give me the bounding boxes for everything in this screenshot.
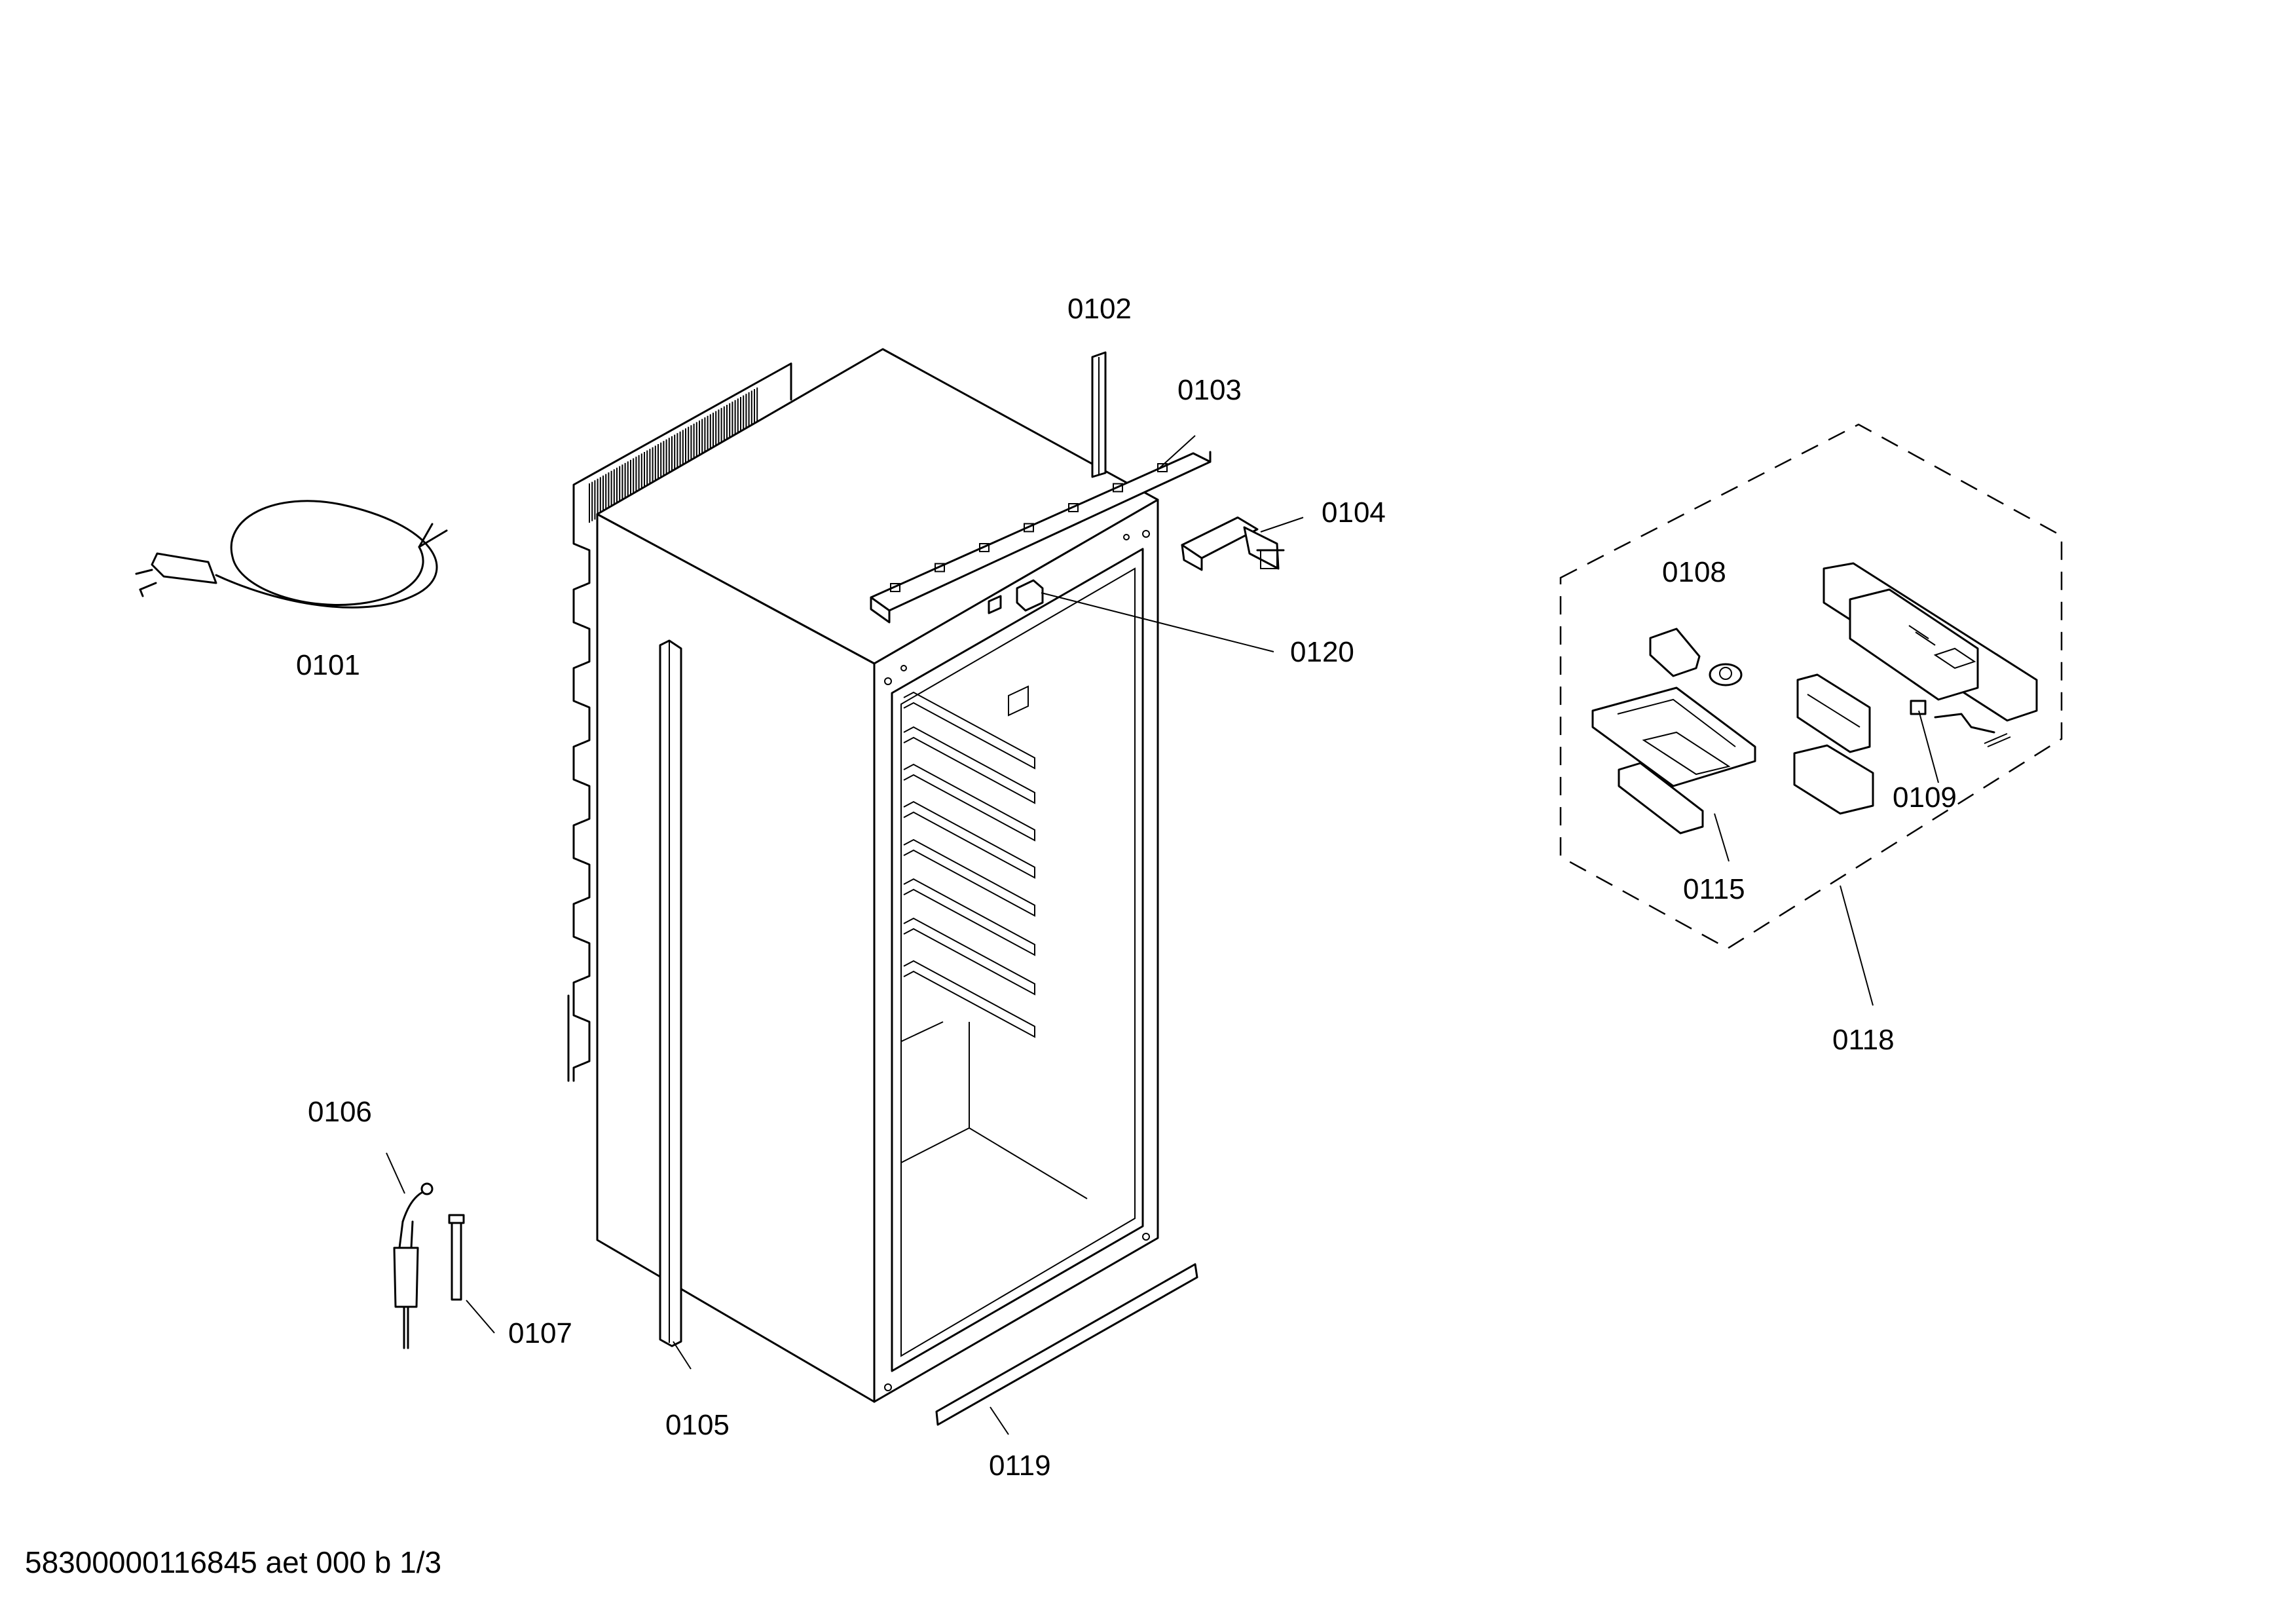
label-0104: 0104 [1322, 497, 1386, 529]
small-switch [1910, 700, 2011, 747]
label-0119: 0119 [989, 1450, 1051, 1482]
label-0105: 0105 [665, 1409, 730, 1441]
lamp-bulb [1649, 628, 1743, 686]
top-bracket-strip [870, 451, 1212, 624]
sensor-probe [448, 1214, 465, 1301]
label-0115: 0115 [1683, 873, 1745, 905]
part-labels: 0101 0102 0103 0104 0105 0106 0107 0108 … [296, 293, 1957, 1482]
label-0102: 0102 [1067, 293, 1132, 325]
side-trim-strip [659, 639, 682, 1347]
circuit-board [1796, 673, 1871, 753]
label-0108: 0108 [1662, 556, 1726, 588]
label-0107: 0107 [508, 1317, 572, 1349]
label-0101: 0101 [296, 649, 360, 681]
label-0120: 0120 [1290, 636, 1354, 668]
control-assembly [1559, 423, 2063, 950]
label-0103: 0103 [1177, 374, 1242, 406]
leader-lines [386, 435, 1939, 1435]
label-0118: 0118 [1832, 1024, 1895, 1056]
temperature-sensor [393, 1182, 434, 1349]
label-0109: 0109 [1893, 781, 1957, 814]
document-id: 58300000116845 aet 000 b 1/3 [25, 1545, 442, 1579]
condenser-coil [567, 362, 792, 1082]
top-rail-post [1091, 351, 1107, 478]
control-knob-box [1793, 744, 1874, 815]
lamp-housing [1591, 686, 1756, 835]
thermostat-housing [1823, 562, 2038, 722]
label-0106: 0106 [308, 1096, 372, 1128]
door-switch [988, 579, 1044, 614]
door-hinge [1181, 516, 1285, 571]
power-cord [135, 500, 448, 609]
bottom-trim-strip [935, 1263, 1198, 1426]
